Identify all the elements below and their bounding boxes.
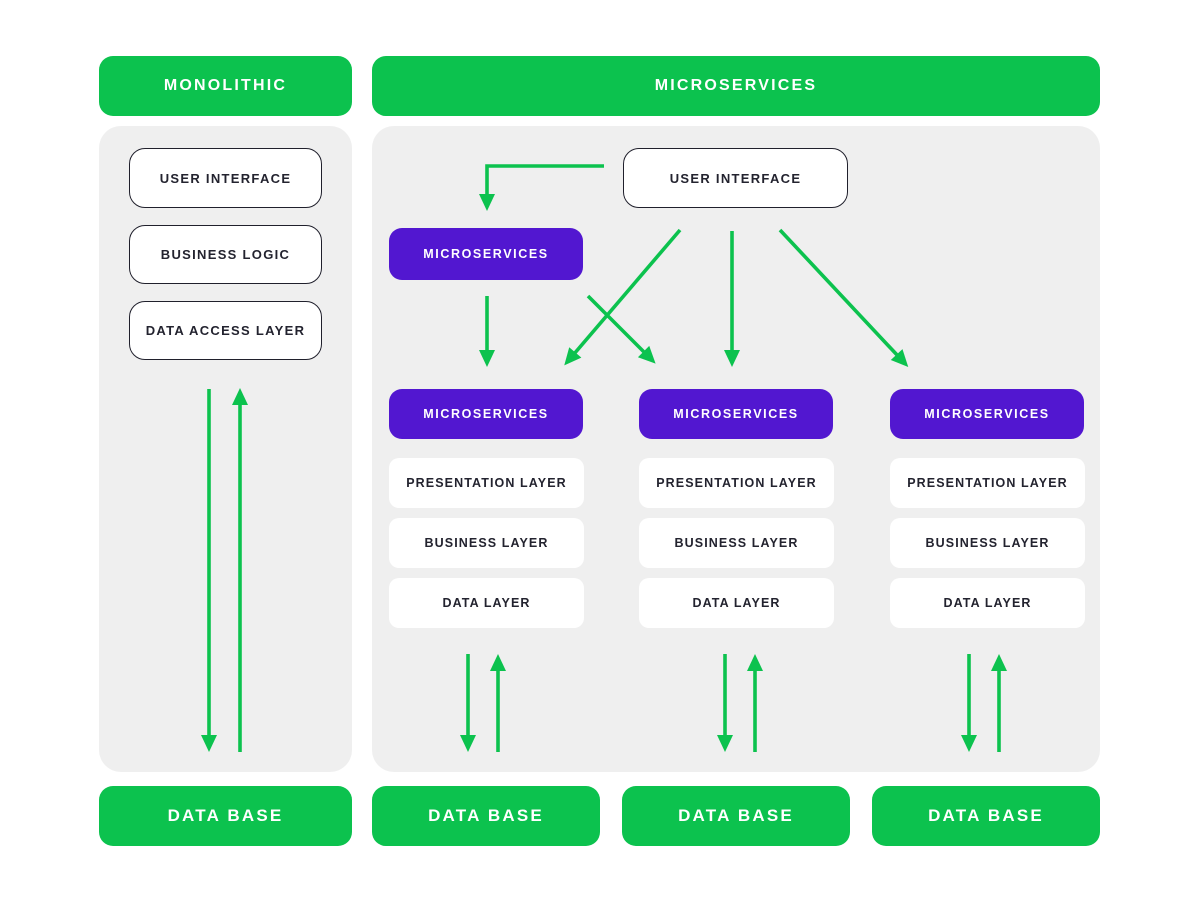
col3-database-label: DATA BASE (928, 806, 1044, 825)
col2-business-layer-label: BUSINESS LAYER (674, 536, 799, 550)
col1-data-layer-box: DATA LAYER (389, 578, 584, 628)
col3-presentation-layer-box: PRESENTATION LAYER (890, 458, 1085, 508)
mono-user-interface-label: USER INTERFACE (159, 170, 292, 186)
col2-data-layer-box: DATA LAYER (639, 578, 834, 628)
col1-database-label: DATA BASE (428, 806, 544, 825)
gateway-microservices-label: MICROSERVICES (423, 247, 549, 261)
mono-data-access-layer-box: DATA ACCESS LAYER (129, 301, 322, 360)
micro-user-interface-box: USER INTERFACE (623, 148, 848, 208)
mono-business-logic-label: BUSINESS LOGIC (160, 247, 291, 262)
col3-business-layer-label: BUSINESS LAYER (925, 536, 1050, 550)
col1-data-layer-label: DATA LAYER (442, 596, 531, 610)
col2-business-layer-box: BUSINESS LAYER (639, 518, 834, 568)
col1-business-layer-box: BUSINESS LAYER (389, 518, 584, 568)
col3-data-layer-box: DATA LAYER (890, 578, 1085, 628)
monolithic-panel (99, 126, 352, 772)
col3-data-layer-label: DATA LAYER (943, 596, 1032, 610)
col1-presentation-layer-box: PRESENTATION LAYER (389, 458, 584, 508)
mono-database-button: DATA BASE (99, 786, 352, 846)
col2-presentation-layer-label: PRESENTATION LAYER (656, 476, 817, 490)
col2-data-layer-label: DATA LAYER (692, 596, 781, 610)
microservices-header: MICROSERVICES (372, 56, 1100, 116)
mono-data-access-layer-label: DATA ACCESS LAYER (145, 323, 306, 338)
micro-user-interface-label: USER INTERFACE (669, 170, 802, 186)
col2-database-label: DATA BASE (678, 806, 794, 825)
col3-microservices-label: MICROSERVICES (924, 407, 1050, 421)
gateway-microservices-box: MICROSERVICES (389, 228, 583, 280)
col2-presentation-layer-box: PRESENTATION LAYER (639, 458, 834, 508)
col2-database-button: DATA BASE (622, 786, 850, 846)
col1-presentation-layer-label: PRESENTATION LAYER (406, 476, 567, 490)
monolithic-header: MONOLITHIC (99, 56, 352, 116)
col1-microservices-box: MICROSERVICES (389, 389, 583, 439)
mono-database-label: DATA BASE (167, 806, 284, 825)
col3-microservices-box: MICROSERVICES (890, 389, 1084, 439)
microservices-panel (372, 126, 1100, 772)
mono-business-logic-box: BUSINESS LOGIC (129, 225, 322, 284)
col3-presentation-layer-label: PRESENTATION LAYER (907, 476, 1068, 490)
col2-microservices-box: MICROSERVICES (639, 389, 833, 439)
col1-business-layer-label: BUSINESS LAYER (424, 536, 549, 550)
col3-database-button: DATA BASE (872, 786, 1100, 846)
col1-microservices-label: MICROSERVICES (423, 407, 549, 421)
microservices-header-label: MICROSERVICES (654, 77, 818, 94)
mono-user-interface-box: USER INTERFACE (129, 148, 322, 208)
col2-microservices-label: MICROSERVICES (673, 407, 799, 421)
col3-business-layer-box: BUSINESS LAYER (890, 518, 1085, 568)
col1-database-button: DATA BASE (372, 786, 600, 846)
monolithic-header-label: MONOLITHIC (163, 77, 288, 94)
